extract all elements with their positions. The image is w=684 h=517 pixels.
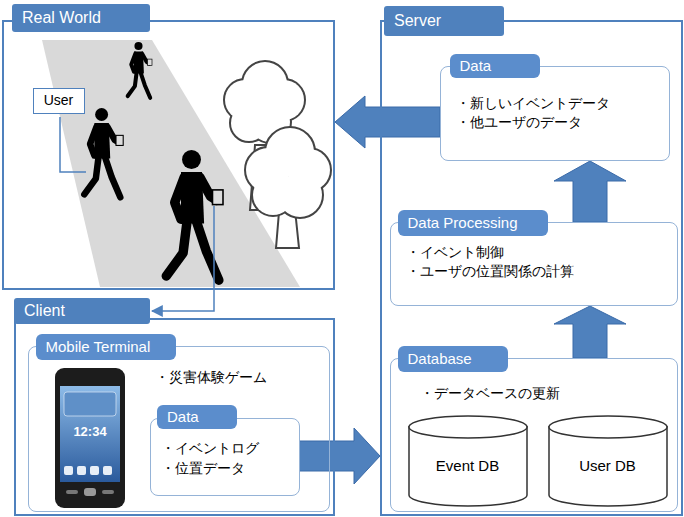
box-title: Data Processing (398, 210, 548, 236)
group-box: Data・新しいイベントデータ ・他ユーザのデータ (440, 66, 670, 161)
group-box: Mobile Terminal・災害体験ゲームData・イベントログ ・位置デー… (28, 346, 330, 512)
box-title: Mobile Terminal (36, 334, 176, 360)
phone-illustration (90, 466, 99, 475)
database-label: User DB (548, 457, 668, 475)
group-box: Database・データベースの更新Event DBUser DB (390, 358, 678, 512)
bullet-text: ・データベースの更新 (420, 384, 670, 404)
cylinder-top (549, 416, 667, 438)
street (42, 40, 300, 287)
phone-illustration (60, 386, 120, 482)
box-title: Data (157, 405, 237, 429)
leader-line (213, 206, 215, 289)
tree (253, 175, 293, 215)
bullet-text: ・イベント制御 ・ユーザの位置関係の計算 (406, 243, 670, 282)
phone-illustration (64, 466, 73, 475)
phone-illustration (102, 490, 114, 494)
tree (246, 128, 330, 248)
leader-line (60, 117, 86, 172)
phone-illustration (55, 368, 125, 508)
screen-clock: 12:34 (60, 424, 120, 439)
database-label: Event DB (408, 457, 528, 475)
phone-illustration (84, 488, 96, 496)
callout-box: User (33, 88, 85, 114)
box-title: Database (398, 346, 508, 372)
tree (231, 105, 267, 141)
block-arrow (554, 161, 626, 222)
phone-illustration (77, 466, 86, 475)
panel-box: ClientMobile Terminal・災害体験ゲームData・イベントログ… (14, 318, 335, 516)
callout-label: User (34, 89, 83, 112)
block-arrow (300, 428, 381, 484)
phone-illustration (64, 392, 116, 416)
block-arrow (335, 96, 440, 148)
box-title: Data (450, 54, 540, 78)
tree (231, 105, 267, 141)
phone-illustration (55, 368, 125, 508)
panel-box: Real WorldUser (2, 20, 335, 290)
tree (253, 175, 293, 215)
walker-figure (84, 108, 123, 197)
group-box: Data Processing・イベント制御 ・ユーザの位置関係の計算 (390, 222, 678, 306)
panel-title: Client (14, 298, 150, 324)
bullet-text: ・イベントログ ・位置データ (161, 439, 291, 478)
database-cylinder: Event DB (408, 415, 528, 507)
bullet-text: ・災害体験ゲーム (155, 368, 322, 388)
panel-box: ServerData・新しいイベントデータ ・他ユーザのデータData Proc… (380, 20, 683, 516)
tree (246, 128, 330, 217)
group-box: Data・イベントログ ・位置データ (150, 418, 300, 496)
panel-title: Server (384, 6, 504, 36)
phone-illustration (103, 466, 112, 475)
bullet-text: ・新しいイベントデータ ・他ユーザのデータ (456, 94, 662, 133)
phone-illustration (66, 490, 78, 494)
cylinder-top (409, 416, 527, 438)
link-arrow (152, 290, 214, 311)
panel-title: Real World (12, 4, 150, 32)
database-cylinder: User DB (548, 415, 668, 507)
walker-figure (128, 42, 152, 98)
block-arrow (554, 306, 626, 358)
tree (246, 128, 330, 217)
